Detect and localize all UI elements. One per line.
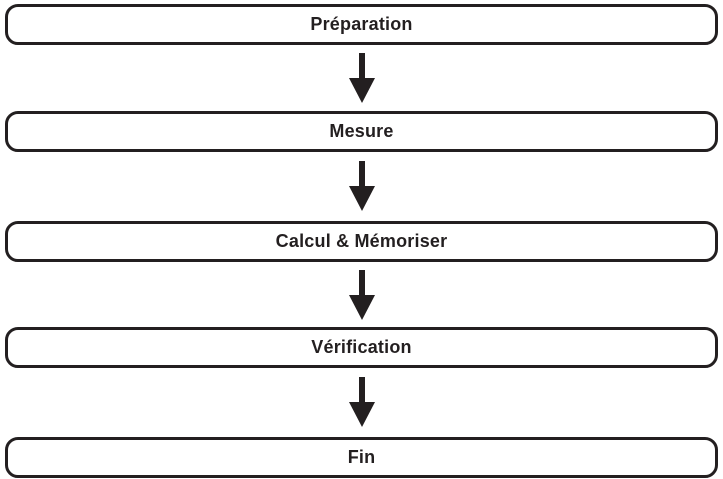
- arrow-stem: [358, 161, 365, 186]
- down-arrow-icon: [348, 161, 375, 211]
- step-box-calcul-memoriser: Calcul & Mémoriser: [5, 221, 718, 262]
- step-box-preparation: Préparation: [5, 4, 718, 45]
- arrow-head: [348, 402, 375, 427]
- step-box-fin: Fin: [5, 437, 718, 478]
- arrow-stem: [358, 270, 365, 295]
- step-label-fin: Fin: [347, 447, 376, 467]
- step-label-preparation: Préparation: [310, 14, 413, 34]
- step-box-verification: Vérification: [5, 327, 718, 368]
- step-label-verification: Vérification: [311, 337, 412, 357]
- down-arrow-icon: [348, 377, 375, 427]
- arrow-head: [348, 78, 375, 103]
- step-label-calcul-memoriser: Calcul & Mémoriser: [275, 231, 448, 251]
- arrow-stem: [358, 377, 365, 402]
- down-arrow-icon: [348, 270, 375, 320]
- arrow-head: [348, 186, 375, 211]
- step-label-mesure: Mesure: [329, 121, 394, 141]
- arrow-head: [348, 295, 375, 320]
- down-arrow-icon: [348, 53, 375, 103]
- step-box-mesure: Mesure: [5, 111, 718, 152]
- arrow-stem: [358, 53, 365, 78]
